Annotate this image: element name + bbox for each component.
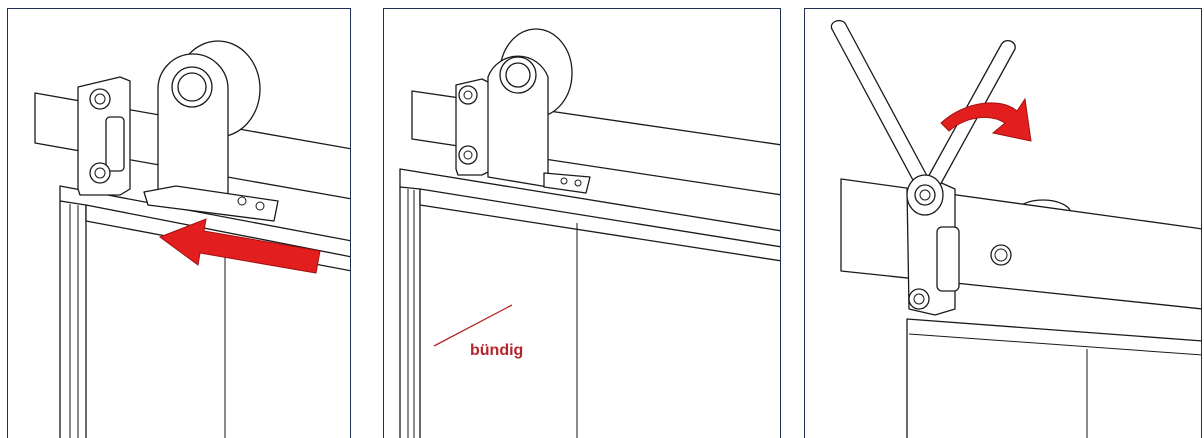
panel-step-2: bündig: [383, 8, 781, 438]
mount-plate: [543, 172, 591, 194]
panel-step-3: [804, 8, 1202, 438]
door-side-edge: [59, 200, 87, 438]
panel-step-1: [7, 8, 351, 438]
panel-2-drawing: [399, 28, 780, 438]
door-top-edge: [399, 168, 780, 252]
flush-pointer-line: [433, 304, 513, 347]
hanger-strap: [487, 55, 549, 188]
panel-3-drawing: [830, 19, 1201, 438]
door-inner-edge: [419, 188, 780, 262]
door-panel: [906, 318, 1201, 438]
panel-1-drawing: [34, 40, 350, 438]
rotate-arrow-icon: [940, 97, 1032, 142]
door-side-edge: [399, 186, 421, 438]
mount-plate: [143, 185, 279, 222]
flush-label: bündig: [470, 342, 524, 359]
rail: [840, 178, 1201, 310]
slide-left-arrow-icon: [158, 218, 321, 274]
